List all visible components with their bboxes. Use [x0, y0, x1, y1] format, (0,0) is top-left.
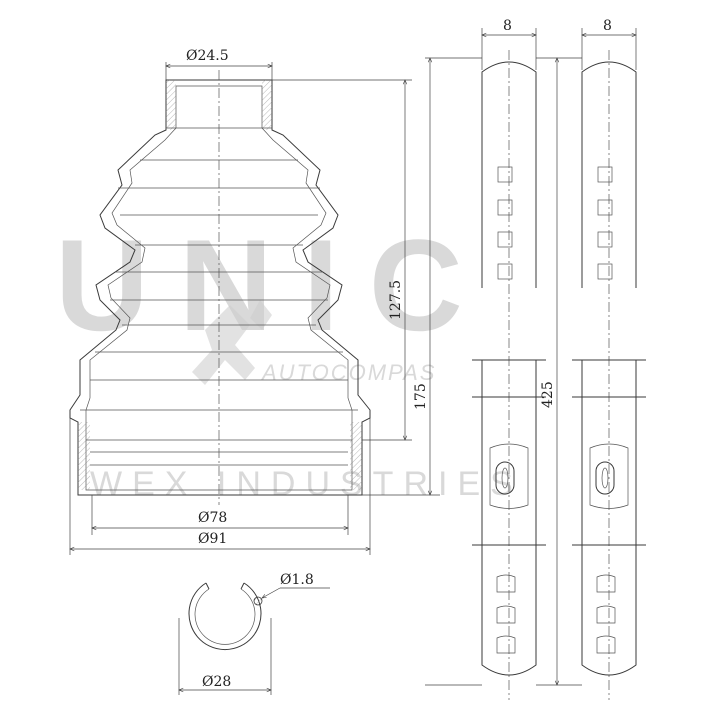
watermark-brand-small: WEX INDUSTRIES — [90, 465, 523, 503]
neck-diameter-label: Ø24.5 — [186, 48, 229, 64]
wire-diameter-label: Ø1.8 — [280, 572, 314, 588]
clamp-ring-drawing: Ø1.8 Ø28 — [179, 572, 330, 695]
clamp-strap-right: 8 425 — [536, 18, 646, 700]
right-strap-slot — [595, 461, 615, 495]
left-strap-width-label: 8 — [503, 18, 512, 34]
ring-inner — [194, 588, 256, 645]
ring-wire-section — [253, 596, 263, 606]
ring-outer — [188, 582, 262, 651]
cv-boot-drawing: Ø24.5 Ø78 Ø91 127.5 175 — [70, 48, 440, 555]
strap-length-label: 425 — [540, 381, 556, 408]
ring-diameter-label: Ø28 — [202, 674, 231, 690]
watermark-brand-large: UNIC — [55, 212, 493, 358]
total-height-label: 175 — [413, 383, 429, 410]
clamp-strap-left: 8 — [425, 18, 546, 700]
watermark: UNIC AUTOCOMPAS WEX INDUSTRIES — [55, 212, 523, 503]
body-height-label: 127.5 — [388, 280, 404, 320]
right-strap-width-label: 8 — [603, 18, 612, 34]
outer-diameter-label: Ø91 — [198, 531, 227, 547]
mid-diameter-label: Ø78 — [198, 510, 227, 526]
left-strap-slot — [495, 461, 515, 495]
